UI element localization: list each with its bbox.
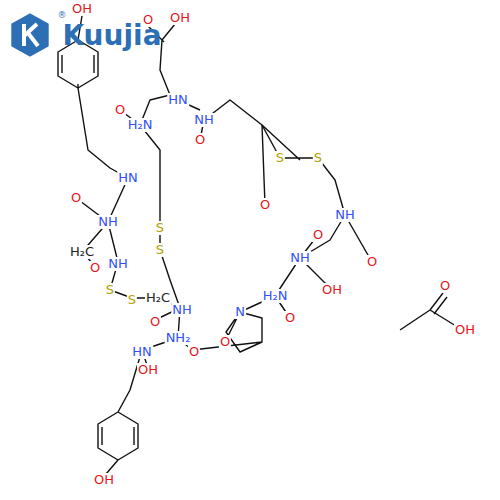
atom-label: O	[439, 279, 451, 293]
atom-label: NH	[107, 257, 129, 271]
atom-label: S	[127, 293, 137, 307]
atom-label: NH	[97, 215, 119, 229]
atom-label: HN	[131, 345, 153, 359]
phenol-ring	[98, 390, 138, 474]
atom-label: NH	[289, 251, 311, 265]
atom-label: S	[105, 283, 115, 297]
disulfide-bridge	[262, 125, 318, 205]
atom-label: S	[275, 151, 285, 165]
atom-label: N	[234, 305, 246, 319]
atom-label: O	[188, 345, 200, 359]
logo-k-glyph	[24, 24, 38, 46]
atom-label: S	[313, 151, 323, 165]
atom-label: H₂C	[69, 245, 95, 259]
atom-label: NH	[193, 113, 215, 127]
atom-label: HN	[117, 171, 139, 185]
atom-label: O	[312, 228, 324, 242]
atom-label: H₂N	[262, 289, 289, 303]
logo-mark	[12, 14, 48, 56]
atom-label: S	[155, 243, 165, 257]
atom-label: O	[194, 133, 206, 147]
atom-label: H₂C	[145, 291, 171, 305]
atom-label: NH	[334, 208, 356, 222]
macrocycle	[140, 100, 372, 318]
atom-label: O	[219, 335, 231, 349]
side-chain	[78, 88, 128, 178]
backbone	[76, 178, 192, 390]
watermark: Kuujia	[62, 19, 161, 52]
atom-label: O	[70, 191, 82, 205]
atom-label: NH	[171, 303, 193, 317]
atom-label: OH	[169, 11, 191, 25]
atom-label: HN	[167, 93, 189, 107]
atom-label: OH	[321, 283, 343, 297]
atom-label: OH	[71, 2, 93, 16]
atom-label: O	[284, 311, 296, 325]
atom-label: OH	[137, 363, 159, 377]
atom-label: OH	[454, 323, 476, 337]
atom-label: S	[155, 221, 165, 235]
atom-label: O	[149, 315, 161, 329]
atom-label: O	[89, 261, 101, 275]
atom-label: OH	[93, 473, 115, 487]
atom-label: O	[366, 255, 378, 269]
proline-ring	[192, 312, 262, 352]
atom-label: H₂N	[127, 118, 154, 132]
atom-label: NH₂	[165, 331, 192, 345]
acetic-acid	[400, 293, 456, 330]
atom-label: O	[114, 103, 126, 117]
registered-mark: ®	[58, 10, 67, 20]
atom-label: O	[259, 198, 271, 212]
